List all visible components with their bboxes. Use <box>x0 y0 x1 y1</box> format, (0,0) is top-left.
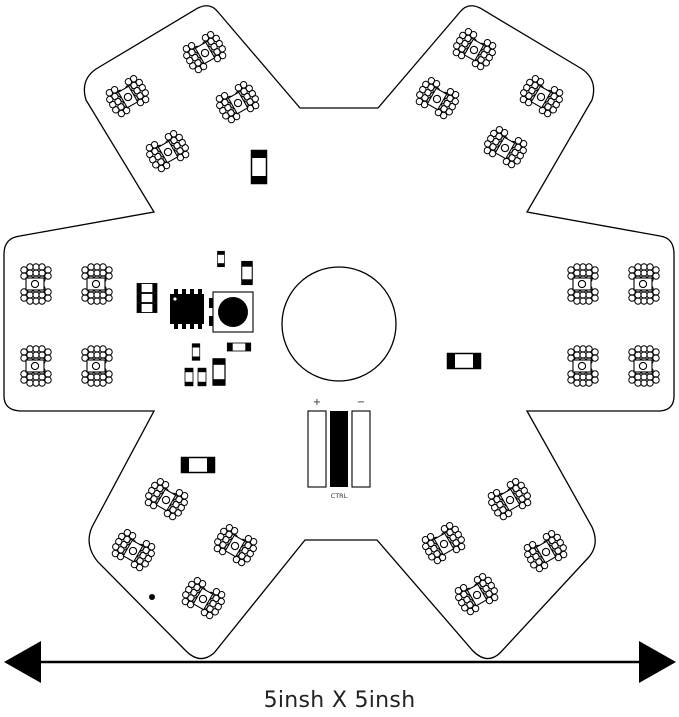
resistor-bottom-left <box>180 456 216 474</box>
driver-components <box>136 250 254 387</box>
connector-ctrl-label: CTRL <box>331 492 348 500</box>
orientation-dot <box>149 594 155 600</box>
center-mounting-hole <box>281 266 397 382</box>
connector-minus-label: − <box>357 397 365 408</box>
ic-chip <box>170 289 204 329</box>
inductor <box>209 291 254 333</box>
arrow-left-icon <box>4 641 41 683</box>
connector-plus-label: + <box>313 397 321 408</box>
dimension-arrow <box>4 641 676 683</box>
dimension-caption: 5insh X 5insh <box>263 688 416 713</box>
resistor-right <box>446 352 482 370</box>
resistor-top <box>250 149 268 185</box>
arrow-right-icon <box>639 641 676 683</box>
power-connector <box>307 410 371 488</box>
